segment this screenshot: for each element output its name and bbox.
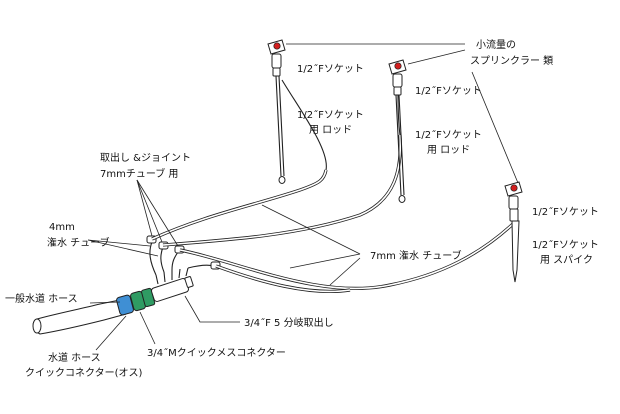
- label-spike-c: 用 スパイク: [540, 254, 593, 266]
- label-tube4-1: 4mm: [49, 222, 75, 233]
- sprinkler-b: [388, 59, 407, 203]
- label-socket-a: 1/2˝Fソケット: [297, 63, 364, 75]
- label-spike-socket-c: 1/2˝Fソケット: [532, 239, 599, 251]
- sprinkler-a: [267, 39, 286, 184]
- label-hose-conn-2: クイックコネクター(オス): [25, 367, 143, 379]
- label-takeoff-2: 7mmチューブ 用: [100, 167, 178, 180]
- sprinkler-icon: [267, 39, 286, 77]
- label-sprinkler-type-1: 小流量の: [476, 38, 516, 51]
- hose-icon: [32, 299, 127, 335]
- tube-7mm: [151, 79, 517, 294]
- leader-lines: [87, 43, 519, 351]
- label-rod-socket-b: 1/2˝Fソケット: [415, 129, 482, 141]
- label-hose: 一般水道 ホース: [5, 292, 78, 305]
- label-rod-b: 用 ロッド: [427, 145, 470, 156]
- label-rod-a: 用 ロッド: [309, 125, 352, 136]
- sprinkler-icon: [504, 181, 523, 222]
- label-socket-b: 1/2˝Fソケット: [415, 85, 482, 97]
- labels: 小流量の スプリンクラー 類 1/2˝Fソケット 1/2˝Fソケット 用 ロッド…: [5, 38, 599, 379]
- label-socket-c: 1/2˝Fソケット: [532, 206, 599, 218]
- label-sprinkler-type-2: スプリンクラー 類: [470, 55, 553, 67]
- rod-icon: [275, 75, 286, 184]
- sprinkler-icon: [388, 59, 407, 96]
- label-tube4-2: 潅水 チューブ: [47, 236, 110, 249]
- hose-quick-connector: [116, 294, 134, 316]
- quick-connector-icon: [116, 287, 156, 316]
- rod-icon: [395, 94, 406, 203]
- label-tube7: 7mm 潅水 チューブ: [370, 249, 462, 262]
- label-rod-socket-a: 1/2˝Fソケット: [297, 109, 364, 121]
- label-quick-male: 3/4˝Mクイックメスコネクター: [147, 347, 286, 359]
- label-takeoff-1: 取出し &ジョイント: [100, 151, 191, 164]
- label-hose-conn-1: 水道 ホース: [48, 351, 101, 364]
- sprinkler-c: [504, 181, 523, 283]
- label-manifold: 3/4˝F 5 分岐取出し: [244, 316, 334, 329]
- spike-icon: [511, 220, 520, 283]
- manifold-icon: [150, 267, 194, 302]
